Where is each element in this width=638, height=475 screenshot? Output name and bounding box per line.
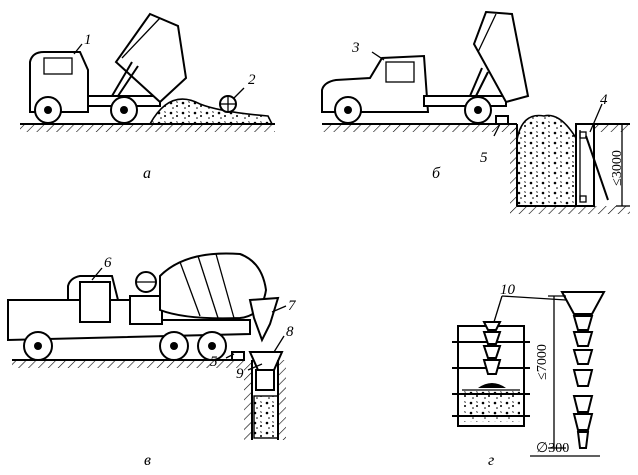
dimension-7000: ≤7000: [535, 344, 550, 380]
dimension-3000: ≤3000: [610, 150, 625, 186]
callout-3: 3: [351, 40, 360, 56]
callout-2: 2: [248, 72, 256, 88]
column-form-g: [452, 321, 530, 427]
elephant-trunk-g: [560, 291, 606, 449]
callout-8: 8: [286, 324, 294, 340]
callout-5-v: 5: [210, 354, 218, 370]
callout-1: 1: [84, 32, 92, 48]
caption-g: г: [488, 452, 494, 469]
panel-v: 6 7 8 5 9 в: [7, 252, 297, 469]
ground-line-a: [20, 123, 275, 132]
caption-b: б: [432, 165, 441, 182]
caption-a: а: [143, 165, 151, 182]
callout-7: 7: [288, 298, 297, 314]
callout-10: 10: [500, 282, 516, 298]
dump-truck-b: [321, 10, 530, 124]
panel-g: ≤7000 ∅300 10 г: [452, 282, 606, 469]
callout-6: 6: [104, 255, 112, 271]
wheel-stop-b: [495, 115, 509, 125]
callout-4: 4: [600, 92, 608, 108]
formwork-pit-b: [510, 114, 630, 214]
mixer-truck: [7, 252, 280, 361]
panel-a: 1 2 а: [20, 12, 275, 182]
dimension-diameter-300: ∅300: [536, 441, 569, 456]
vibrator-icon: [219, 95, 237, 113]
dump-truck-a: [29, 12, 188, 124]
concrete-heap-a: [148, 98, 274, 125]
caption-v: в: [144, 452, 151, 469]
panel-b: ≤3000 3 4 5 б: [321, 10, 630, 214]
callout-5-b: 5: [480, 150, 488, 166]
callout-9: 9: [236, 366, 244, 382]
ground-line-v: [12, 359, 244, 368]
